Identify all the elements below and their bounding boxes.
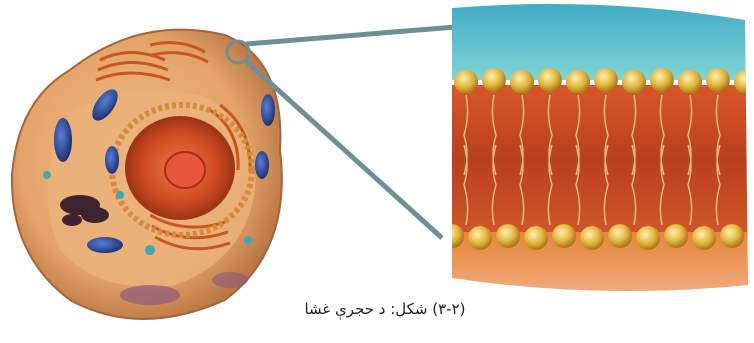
figure-caption: (۳-۲) شکل: د حجرې غشا: [300, 300, 470, 328]
phospholipid-heads-bottom: [440, 224, 744, 250]
membrane-magnification: [440, 0, 754, 302]
mitochondrion: [87, 237, 123, 253]
mitochondrion: [261, 94, 275, 126]
lipid-bilayer-core: [440, 85, 754, 235]
zoom-connector-top: [246, 26, 468, 44]
mitochondrion: [255, 151, 269, 179]
lysosome: [212, 272, 248, 288]
mitochondrion: [54, 118, 72, 162]
lysosome: [120, 285, 180, 305]
mitochondrion: [105, 146, 119, 174]
nucleolus: [165, 152, 205, 188]
animal-cell: [12, 30, 282, 319]
